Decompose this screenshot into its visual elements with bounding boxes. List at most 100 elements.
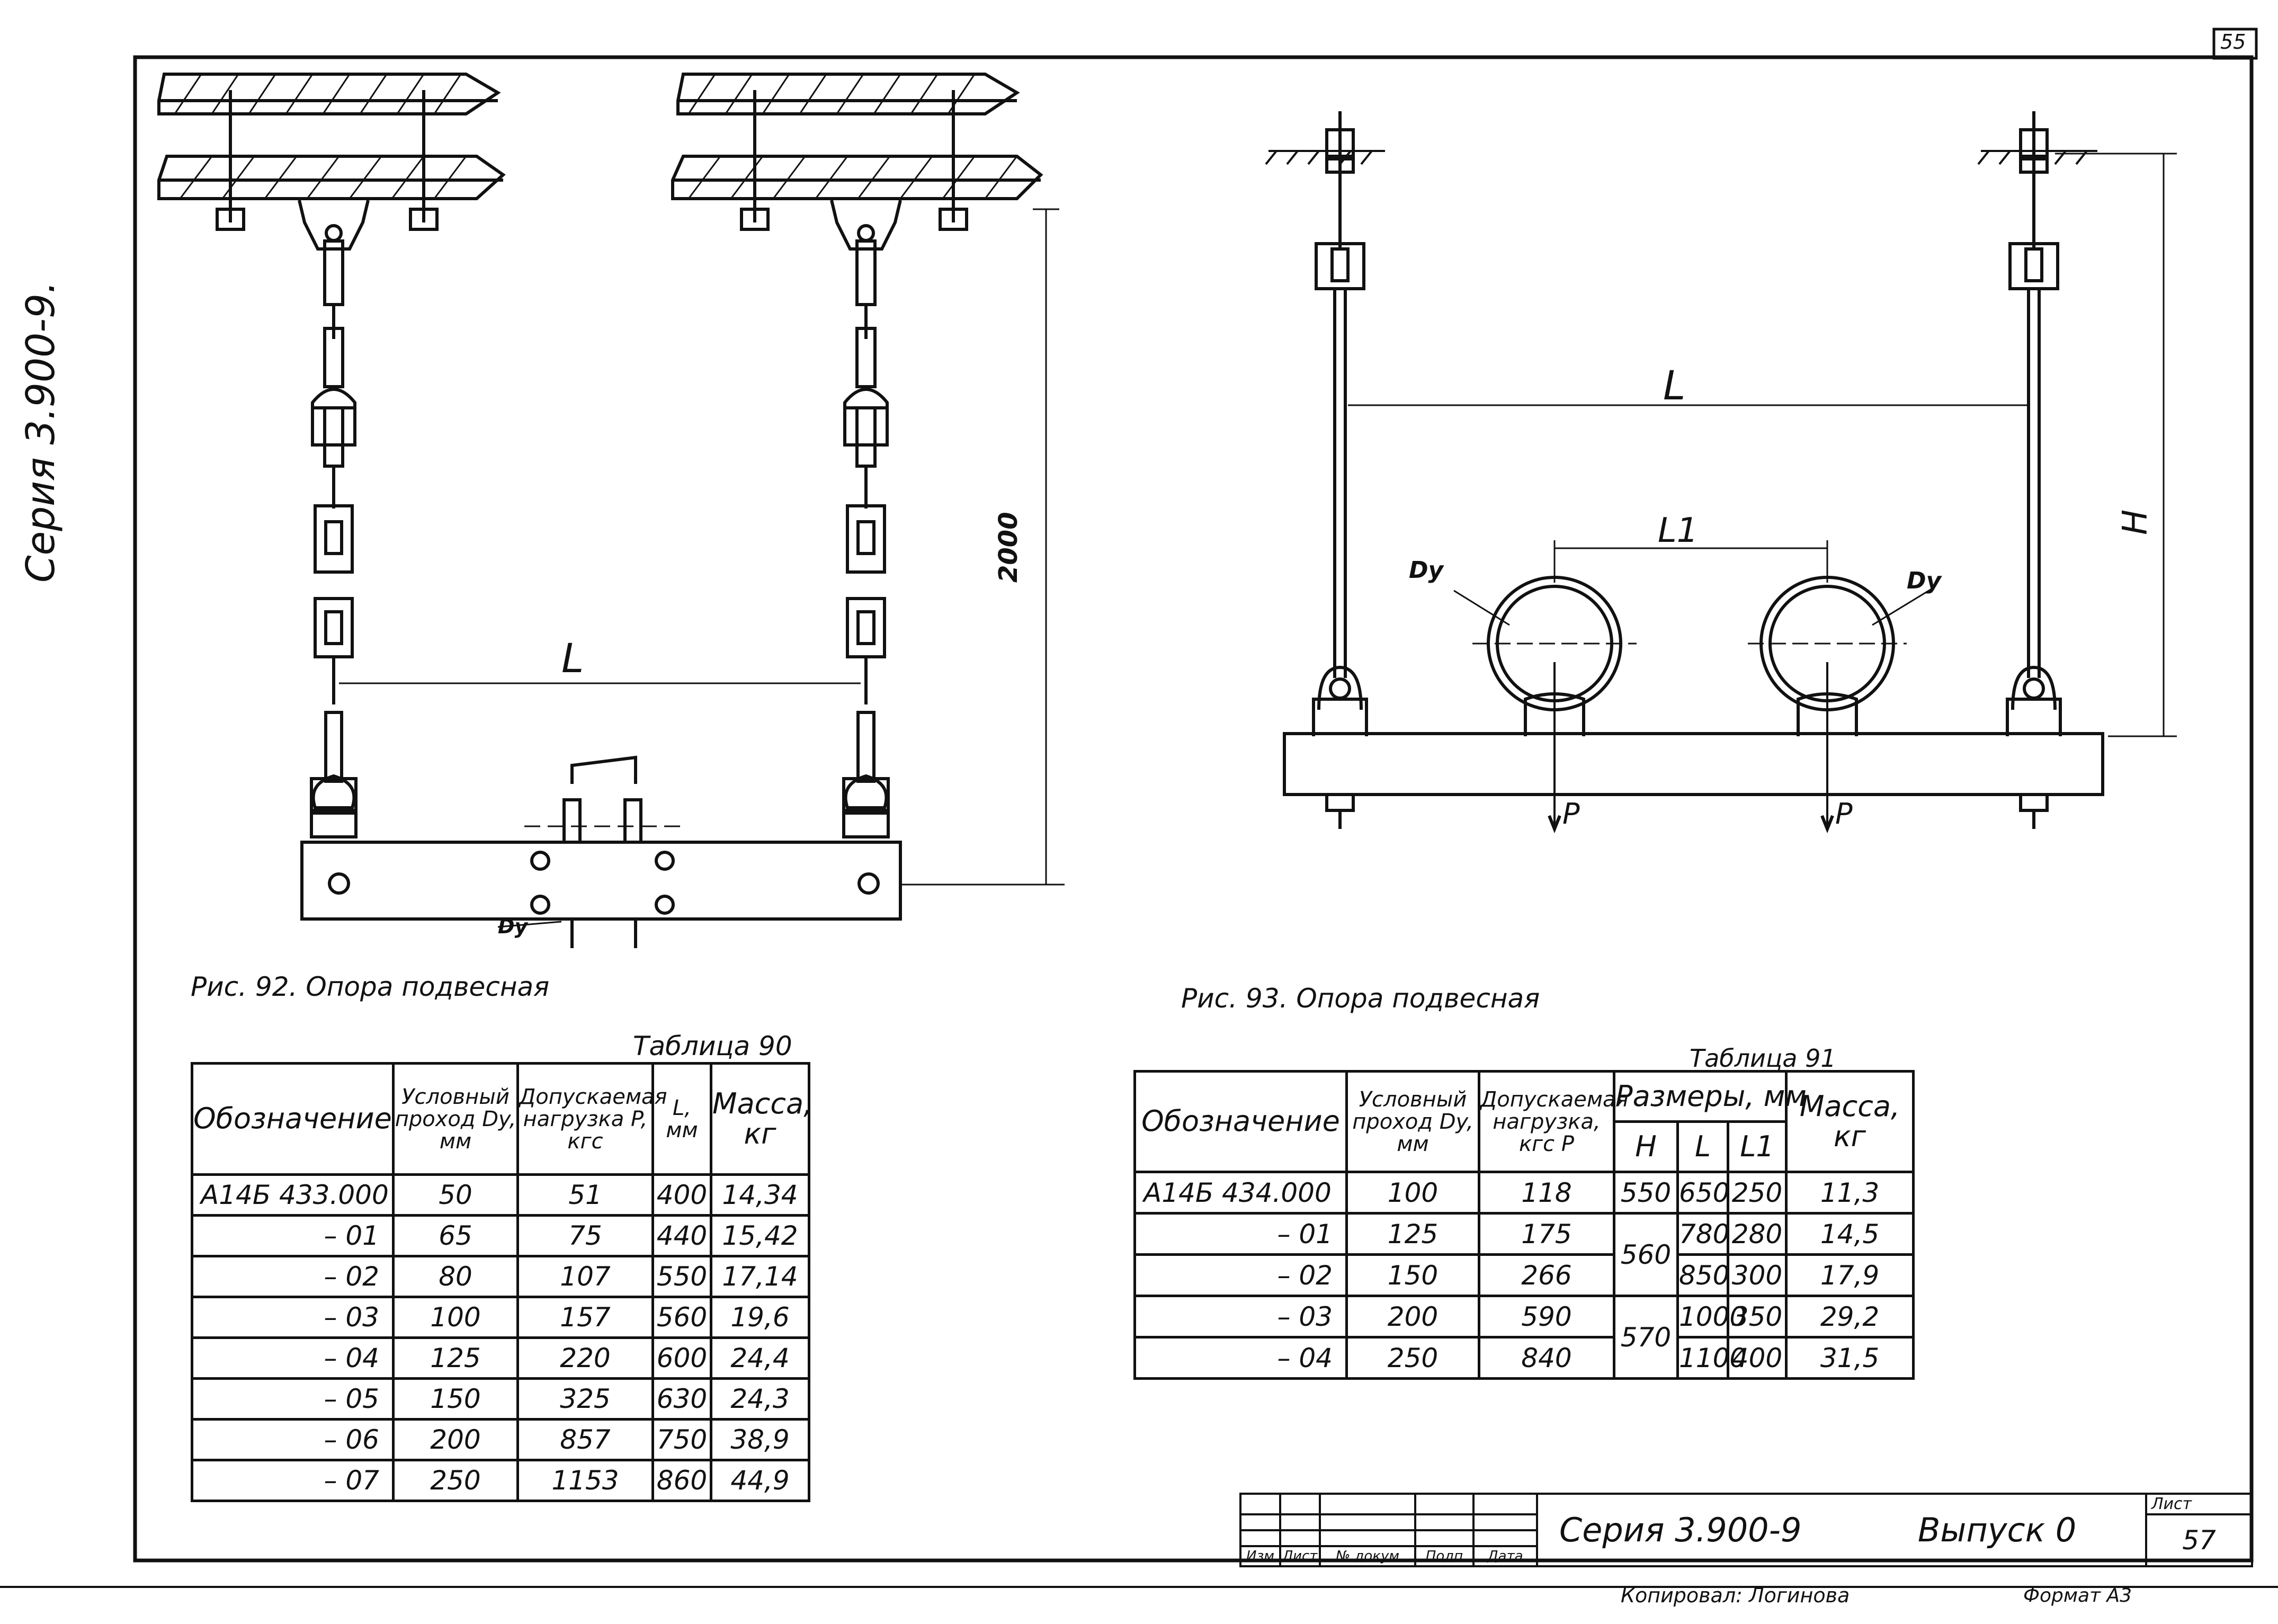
table91-cell: 150	[1345, 1253, 1480, 1297]
table90-cell: 200	[392, 1418, 519, 1461]
table90-cell: А14Б 433.000	[191, 1173, 395, 1217]
fig93-dim-span: L	[1663, 362, 1686, 409]
table90-cell: 325	[516, 1377, 654, 1421]
table91-cell: 300	[1727, 1253, 1788, 1297]
table-row: А14Б 433.000 50 51 400 14,34	[191, 1173, 810, 1217]
table91-cell: 100	[1345, 1171, 1480, 1215]
table91-header-dy: Условный проход Dy, мм	[1345, 1070, 1480, 1173]
table90-cell: 24,4	[710, 1336, 810, 1380]
pipe-right	[1748, 576, 1907, 834]
table91-cell: 350	[1727, 1295, 1788, 1339]
table90-cell: 630	[651, 1377, 712, 1421]
rod-left	[1312, 111, 1368, 736]
table90-header-mass: Масса, кг	[710, 1062, 812, 1176]
table90-cell: 750	[651, 1418, 712, 1461]
table90-header-dy: Условный проход Dy, мм	[392, 1062, 519, 1176]
table91-cell: 175	[1478, 1212, 1615, 1256]
table91-cell: – 04	[1133, 1336, 1348, 1380]
stamp-col: Изм	[1239, 1545, 1281, 1567]
table91-cell: 280	[1727, 1212, 1788, 1256]
table91-cell: А14Б 434.000	[1133, 1171, 1348, 1215]
stamp-col: Лист	[1279, 1545, 1321, 1567]
table91-cell: 29,2	[1785, 1295, 1915, 1339]
title-block-issue: Выпуск 0	[1917, 1511, 2077, 1549]
slab-lower-right	[671, 155, 1043, 200]
table90-header-row: Обозначение Условный проход Dy, мм Допус…	[191, 1062, 812, 1176]
series-side-label: Серия 3.900-9.	[18, 281, 64, 583]
table-row: – 01 65 75 440 15,42	[191, 1214, 810, 1257]
figure-92-hanging-support	[157, 73, 1065, 948]
table91-cell: 118	[1478, 1171, 1615, 1215]
table90-cell: 857	[516, 1418, 654, 1461]
table90-cell: 220	[516, 1336, 654, 1380]
table90-cell: – 07	[191, 1459, 395, 1502]
table-row: – 05 150 325 630 24,3	[191, 1377, 810, 1421]
table90-cell: 50	[392, 1173, 519, 1217]
title-block-series: Серия 3.900-9	[1559, 1511, 1802, 1549]
table90-cell: 24,3	[710, 1377, 810, 1421]
table-row: – 02 80 107 550 17,14	[191, 1255, 810, 1298]
table91-cell: 840	[1478, 1336, 1615, 1380]
fig93-dimensions	[1348, 153, 2177, 737]
fig92-dim-span: L	[561, 635, 584, 682]
table90-cell: 440	[651, 1214, 712, 1257]
table90-cell: 560	[651, 1296, 712, 1339]
table90-cell: 550	[651, 1255, 712, 1298]
table91-cell: – 01	[1133, 1212, 1348, 1256]
hanger-bracket-right	[830, 200, 902, 251]
table90-cell: 44,9	[710, 1459, 810, 1502]
table91-cell: 1100	[1676, 1336, 1746, 1380]
table-row: – 03 100 157 560 19,6	[191, 1296, 810, 1339]
title-block-sheet-number: 57	[2145, 1513, 2253, 1567]
table90-header-l: L, мм	[651, 1062, 712, 1176]
crossbeam	[300, 841, 902, 921]
table90-cell: 150	[392, 1377, 519, 1421]
table91-cell: 125	[1345, 1212, 1480, 1256]
sheet-frame	[133, 55, 2254, 1563]
table90-cell: – 02	[191, 1255, 395, 1298]
table90-cell: 51	[516, 1173, 654, 1217]
fig92-dim-dy: Dy	[498, 915, 528, 938]
stamp-col: Дата	[1472, 1545, 1538, 1567]
table90-cell: – 03	[191, 1296, 395, 1339]
copied-by: Копировал: Логинова	[1621, 1584, 1850, 1607]
table91-cell: 550	[1613, 1171, 1679, 1215]
hanger-chain-right	[842, 239, 890, 838]
table91-cell: 570	[1613, 1295, 1679, 1380]
table90-cell: 860	[651, 1459, 712, 1502]
table90-cell: 157	[516, 1296, 654, 1339]
corner-number-box	[2212, 28, 2258, 60]
table91-header-row-1: Обозначение Условный проход Dy, мм Допус…	[1133, 1070, 1915, 1173]
table91-cell: 250	[1727, 1171, 1788, 1215]
fig93-caption: Рис. 93. Опора подвесная	[1181, 983, 1540, 1014]
hanger-chain-left	[310, 239, 358, 838]
title-block-cols-row: Изм Лист № докум Подп Дата	[1239, 1545, 2252, 1567]
table90-cell: 65	[392, 1214, 519, 1257]
table91-cell: 650	[1676, 1171, 1729, 1215]
table91-cell: 200	[1345, 1295, 1480, 1339]
table90-cell: – 01	[191, 1214, 395, 1257]
fig93-dim-dy-right: Dy	[1907, 567, 1942, 594]
table-row: – 03 200 590 570 1000 350 29,2	[1133, 1295, 1915, 1380]
table91-header-dims: Размеры, мм	[1613, 1070, 1807, 1123]
fig93-load-left: P	[1562, 797, 1580, 831]
table91-header-h: H	[1613, 1120, 1679, 1173]
table90-cell: 250	[392, 1459, 519, 1502]
rod-right	[2006, 111, 2062, 736]
table91-title: Таблица 91	[1690, 1044, 1836, 1073]
table90-cell: 80	[392, 1255, 519, 1298]
table-row: – 04 250 840 1100 400 31,5	[1133, 1336, 1915, 1380]
table-row: – 02 150 266 850 300 17,9	[1133, 1253, 1915, 1297]
table91-header-row-2: H L L1	[1135, 1120, 1914, 1173]
fig92-dim-height: 2000	[994, 512, 1023, 583]
table91-cell: 590	[1478, 1295, 1615, 1339]
title-block-main: Серия 3.900-9 Выпуск 0	[1536, 1493, 2147, 1567]
table90-cell: 1153	[516, 1459, 654, 1502]
table91-cell: 11,3	[1785, 1171, 1915, 1215]
table91-cell: 14,5	[1785, 1212, 1915, 1256]
fig93-dim-height: H	[2116, 509, 2155, 535]
slab-upper-right	[676, 73, 1020, 115]
figure-93-hanging-support	[1265, 111, 2177, 834]
hanger-bracket-left	[298, 200, 370, 251]
table-row: – 04 125 220 600 24,4	[191, 1336, 810, 1380]
